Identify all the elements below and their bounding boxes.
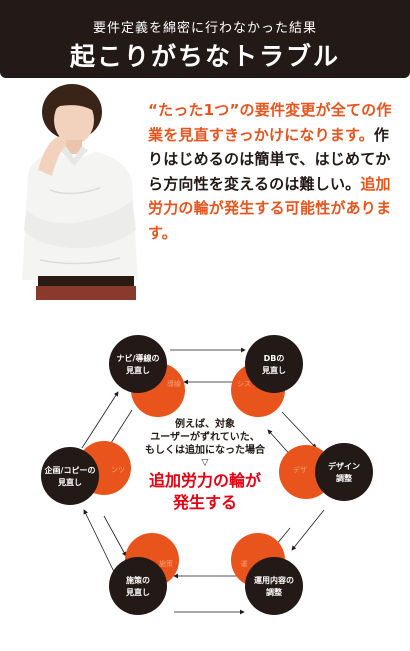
svg-text:運用内容の: 運用内容の <box>254 575 294 585</box>
header-banner: 要件定義を綿密に行わなかった結果 起こりがちなトラブル <box>0 0 410 78</box>
svg-text:ナビ/導線の: ナビ/導線の <box>117 353 160 363</box>
node-measure: 施策の 見直し <box>109 557 167 615</box>
lead-emphasis-1: “たった1つ”の要件変更が全ての作業を見直すきっかけになります。 <box>148 101 392 144</box>
under-label-6: ンツ <box>111 466 125 474</box>
lead-paragraph: “たった1つ”の要件変更が全ての作業を見直すきっかけになります。作りはじめるのは… <box>148 98 394 245</box>
result-line-1: 追加労力の輪が <box>148 471 261 490</box>
down-triangle-icon: ▽ <box>201 458 209 468</box>
under-label-4: 運 <box>241 559 248 568</box>
svg-text:調整: 調整 <box>266 587 282 597</box>
diagram-center-text: 例えば、対象 ユーザーがずれていた、 もしくは追加になった場合 ▽ 追加労力の輪… <box>120 418 290 513</box>
node-design: デザイン 調整 <box>315 443 373 501</box>
svg-text:企画/コピーの: 企画/コピーの <box>44 465 96 475</box>
condition-line-1: 例えば、対象 <box>175 419 235 430</box>
result-line-2: 発生する <box>172 493 237 512</box>
svg-text:見直し: 見直し <box>261 365 286 375</box>
header-subtitle: 要件定義を綿密に行わなかった結果 <box>92 21 317 36</box>
node-operation: 運用内容の 調整 <box>245 557 303 615</box>
under-label-5: 施策 <box>159 559 173 568</box>
svg-text:見直し: 見直し <box>125 365 150 375</box>
header-title: 起こりがちなトラブル <box>69 42 340 71</box>
under-label-1: 導線 <box>167 379 181 388</box>
svg-text:施策の: 施策の <box>126 575 150 585</box>
node-navi: ナビ/導線の 見直し <box>109 335 167 393</box>
condition-line-2: ユーザーがずれていた、 <box>150 432 260 443</box>
svg-text:DBの: DBの <box>264 354 285 363</box>
lead-emphasis-2: 追加労力の輪が発生する可能性があります。 <box>148 174 392 242</box>
thinking-woman-illustration <box>22 84 138 300</box>
svg-text:調整: 調整 <box>336 473 352 483</box>
under-label-3: デザ <box>293 465 307 474</box>
svg-text:見直し: 見直し <box>125 587 150 597</box>
under-label-2: シス <box>237 380 251 388</box>
node-planning: 企画/コピーの 見直し <box>41 447 99 505</box>
svg-text:見直し: 見直し <box>57 477 82 487</box>
condition-line-3: もしくは追加になった場合 <box>145 445 265 456</box>
node-db: DBの 見直し <box>245 335 303 393</box>
svg-text:デザイン: デザイン <box>328 461 360 471</box>
lead-body: 作りはじめるのは簡単で、はじめてから方向性を変えるのは難しい。 <box>148 125 391 193</box>
extra-effort-cycle-diagram: 導線 シス デザ 運 施策 ンツ ナビ/導線の 見直し DBの 見直し デザイン… <box>41 335 373 615</box>
